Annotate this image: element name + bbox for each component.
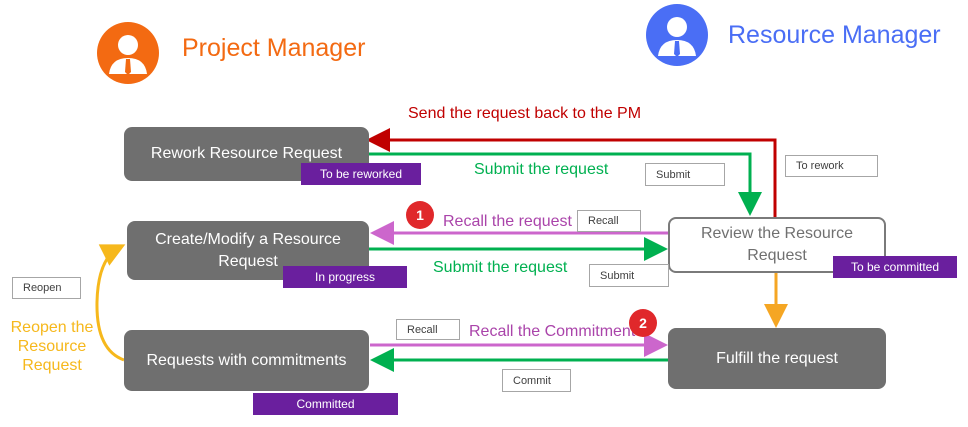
- status-committed: Committed: [253, 393, 398, 415]
- person-icon: [646, 4, 708, 66]
- submit-top-arrow: [368, 152, 762, 216]
- node-fulfill-request: Fulfill the request: [668, 328, 886, 389]
- recall-commitment-button[interactable]: Recall: [396, 319, 460, 340]
- recall-label: Recall the request: [443, 213, 572, 230]
- recall-button[interactable]: Recall: [577, 210, 641, 232]
- submit-top-label: Submit the request: [474, 161, 609, 178]
- reopen-button[interactable]: Reopen: [12, 277, 81, 299]
- resource-manager-title: Resource Manager: [728, 21, 941, 49]
- step-badge-1: 1: [406, 201, 434, 229]
- node-requests-with-commitments: Requests with commitments: [124, 330, 369, 391]
- resource-manager-avatar: [646, 4, 708, 66]
- recall-commitment-label: Recall the Commitment: [469, 323, 636, 340]
- person-icon: [97, 22, 159, 84]
- to-rework-button[interactable]: To rework: [785, 155, 878, 177]
- send-back-label: Send the request back to the PM: [408, 105, 642, 122]
- status-in-progress: In progress: [283, 266, 407, 288]
- submit-mid-label: Submit the request: [433, 259, 568, 276]
- reopen-label: Reopen the Resource Request: [10, 319, 94, 374]
- submit-button-top[interactable]: Submit: [645, 163, 725, 186]
- commit-button[interactable]: Commit: [502, 369, 571, 392]
- project-manager-title: Project Manager: [182, 34, 366, 62]
- status-to-be-reworked: To be reworked: [301, 163, 421, 185]
- reopen-arrow: [95, 244, 126, 362]
- submit-button-mid[interactable]: Submit: [589, 264, 669, 287]
- step-badge-2: 2: [629, 309, 657, 337]
- project-manager-avatar: [97, 22, 159, 84]
- status-to-be-committed: To be committed: [833, 256, 957, 278]
- send-back-arrow: [366, 128, 777, 217]
